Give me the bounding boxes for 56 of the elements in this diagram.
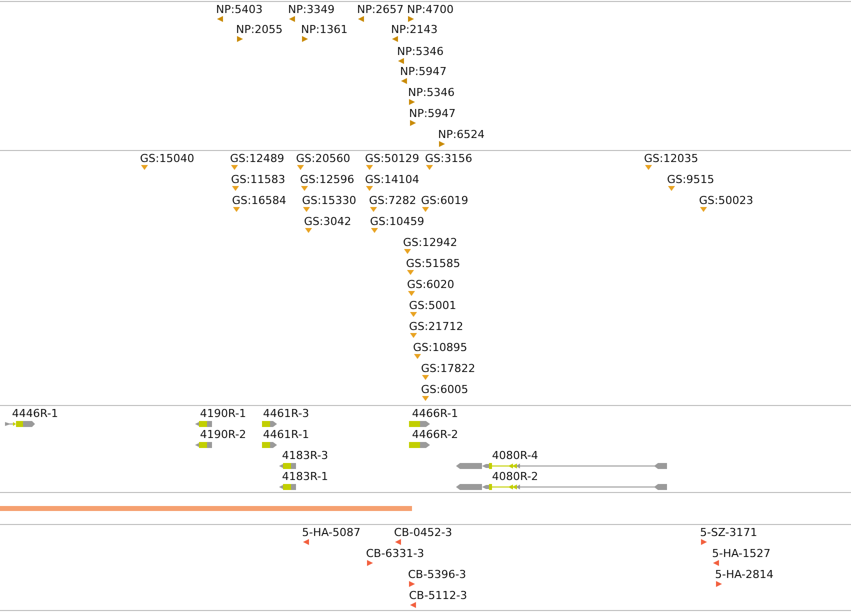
feature-label: GS:50023	[699, 194, 754, 207]
feature-label: CB-6331-3	[366, 547, 424, 560]
feature-label: NP:3349	[288, 3, 335, 16]
feature-label: 5-HA-1527	[712, 547, 770, 560]
feature-label: GS:51585	[406, 257, 460, 270]
feature-label: 5-HA-5087	[302, 526, 360, 539]
feature-label: CB-0452-3	[394, 526, 452, 539]
feature-label: NP:2055	[236, 23, 283, 36]
feature-label: GS:12596	[300, 173, 354, 186]
feature-label: NP:5346	[408, 86, 455, 99]
feature-label: 4183R-3	[282, 449, 328, 462]
feature-label: 4080R-2	[492, 470, 538, 483]
feature-label: GS:7282	[369, 194, 416, 207]
feature-label: GS:15330	[302, 194, 356, 207]
feature-label: NP:2657	[357, 3, 404, 16]
feature-label: GS:9515	[667, 173, 714, 186]
feature-label: 4461R-1	[263, 428, 310, 441]
feature-label: GS:17822	[421, 362, 476, 375]
feature-label: GS:10895	[413, 341, 468, 354]
feature-label: 4190R-2	[200, 428, 246, 441]
feature-label: GS:12489	[230, 152, 284, 165]
feature-label: GS:11583	[231, 173, 286, 186]
feature-label: GS:5001	[409, 299, 456, 312]
feature-label: 4080R-4	[492, 449, 538, 462]
feature-label: GS:20560	[296, 152, 350, 165]
feature-label: NP:5346	[397, 45, 444, 58]
feature-label: NP:4700	[407, 3, 454, 16]
feature-label: GS:16584	[232, 194, 286, 207]
feature-label: GS:12942	[403, 236, 458, 249]
feature-label: GS:15040	[140, 152, 194, 165]
feature-label: 4461R-3	[263, 407, 310, 420]
feature-label: GS:3156	[425, 152, 472, 165]
feature-label: CB-5112-3	[409, 589, 468, 602]
feature-label: 5-HA-2814	[715, 568, 774, 581]
feature-label: GS:21712	[409, 320, 464, 333]
feature-label: 4190R-1	[200, 407, 246, 420]
feature-label: GS:12035	[644, 152, 698, 165]
feature-label: 4466R-1	[412, 407, 458, 420]
feature-label: GS:6005	[421, 383, 468, 396]
feature-label: NP:5947	[409, 107, 456, 120]
feature-label: 4446R-1	[12, 407, 58, 420]
feature-label: 4183R-1	[282, 470, 328, 483]
feature-label: NP:2143	[391, 23, 438, 36]
feature-label: GS:50129	[365, 152, 420, 165]
feature-label: NP:5403	[216, 3, 263, 16]
feature-label: GS:3042	[304, 215, 352, 228]
feature-label: GS:10459	[370, 215, 424, 228]
feature-label: 5-SZ-3171	[700, 526, 758, 539]
feature-label: GS:14104	[365, 173, 420, 186]
feature-label: CB-5396-3	[408, 568, 466, 581]
feature-label: 4466R-2	[412, 428, 458, 441]
feature-label: NP:1361	[301, 23, 348, 36]
feature-label: NP:6524	[438, 128, 485, 141]
feature-label: GS:6019	[421, 194, 468, 207]
feature-label: NP:5947	[400, 65, 447, 78]
feature-label: GS:6020	[407, 278, 454, 291]
